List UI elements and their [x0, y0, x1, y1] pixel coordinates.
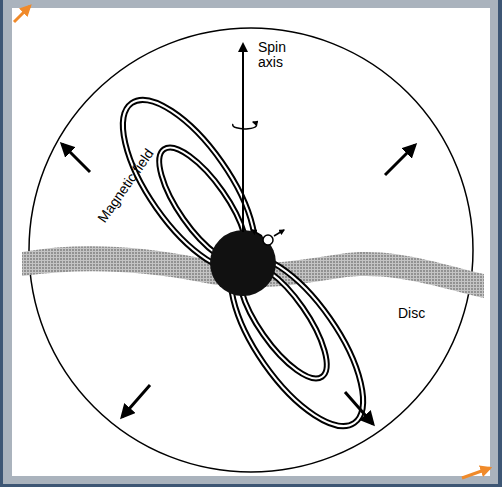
spot-arrow: [274, 230, 284, 236]
panel: [12, 8, 490, 476]
axis-label: Spin axis: [258, 40, 286, 71]
corner-arrow: [14, 6, 30, 22]
field-label: Magnetic field: [95, 146, 157, 226]
spin-axis: [242, 44, 244, 232]
frame: [3, 0, 498, 484]
hot-spot: [263, 235, 273, 245]
neutron-star: [210, 230, 276, 296]
wind-arrows: [62, 144, 415, 424]
spin-rotation: [233, 122, 257, 129]
disc-label: Disc: [398, 306, 425, 321]
corner-arrow: [462, 468, 490, 478]
spot-arrow: [252, 230, 262, 236]
